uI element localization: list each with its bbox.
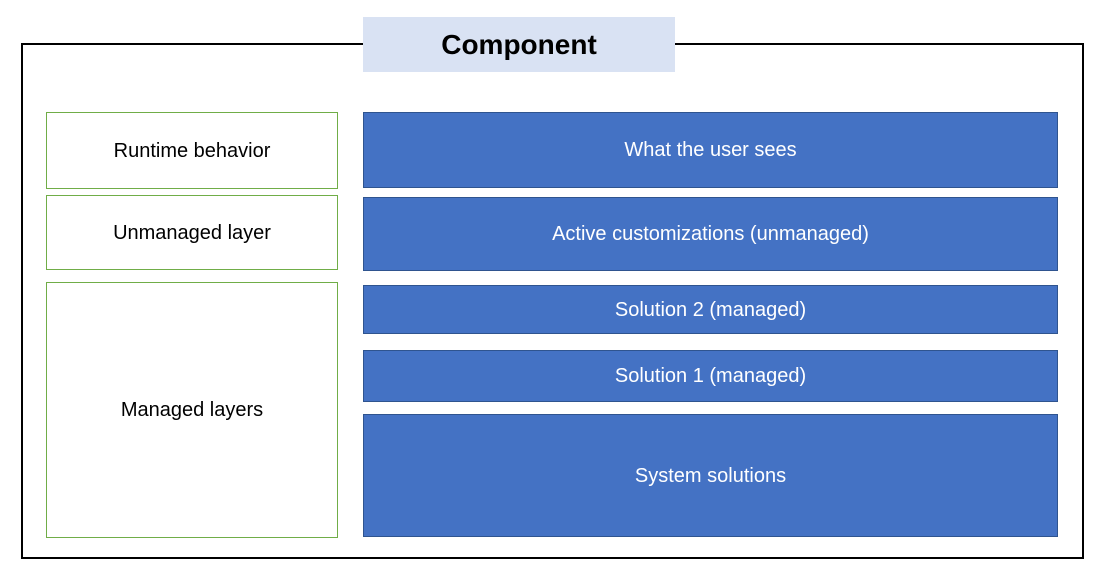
what-the-user-sees-box: What the user sees — [363, 112, 1058, 188]
system-solutions-box: System solutions — [363, 414, 1058, 537]
unmanaged-layer-box: Unmanaged layer — [46, 195, 338, 270]
diagram-title: Component — [363, 17, 675, 72]
active-customizations-box: Active customizations (unmanaged) — [363, 197, 1058, 271]
solution-2-box: Solution 2 (managed) — [363, 285, 1058, 334]
runtime-behavior-box: Runtime behavior — [46, 112, 338, 189]
managed-layers-box: Managed layers — [46, 282, 338, 538]
solution-1-box: Solution 1 (managed) — [363, 350, 1058, 402]
